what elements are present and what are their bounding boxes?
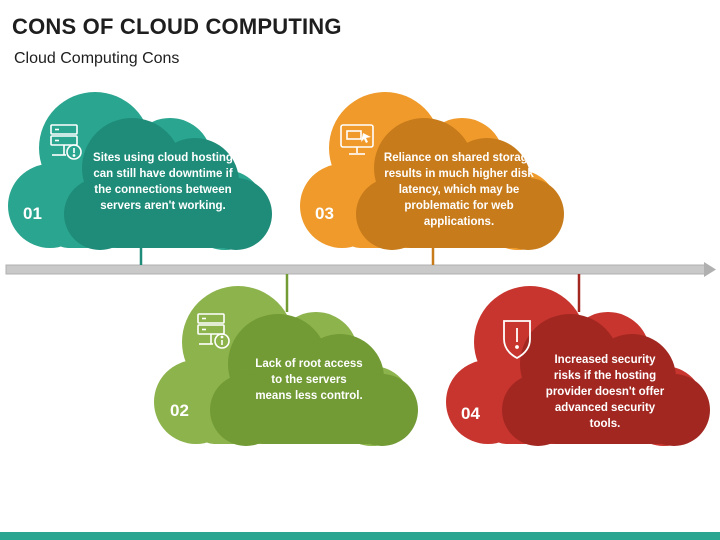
timeline-bar	[5, 264, 707, 275]
item-04-text: Increased security risks if the hosting …	[545, 354, 665, 430]
item-02-text: Lack of root access to the servers means…	[255, 358, 363, 402]
item-01-text: Sites using cloud hosting can still have…	[93, 152, 233, 212]
item-03-number: 03	[315, 204, 334, 223]
item-01-number: 01	[23, 204, 42, 223]
item-03-text: Reliance on shared storage results in mu…	[383, 152, 535, 228]
footer-accent-bar	[0, 532, 720, 540]
page-title: CONS OF CLOUD COMPUTING	[12, 14, 342, 39]
page-subtitle: Cloud Computing Cons	[14, 50, 180, 67]
item-04-number: 04	[461, 404, 480, 423]
item-02-number: 02	[170, 401, 189, 420]
timeline-arrowhead	[704, 262, 716, 277]
